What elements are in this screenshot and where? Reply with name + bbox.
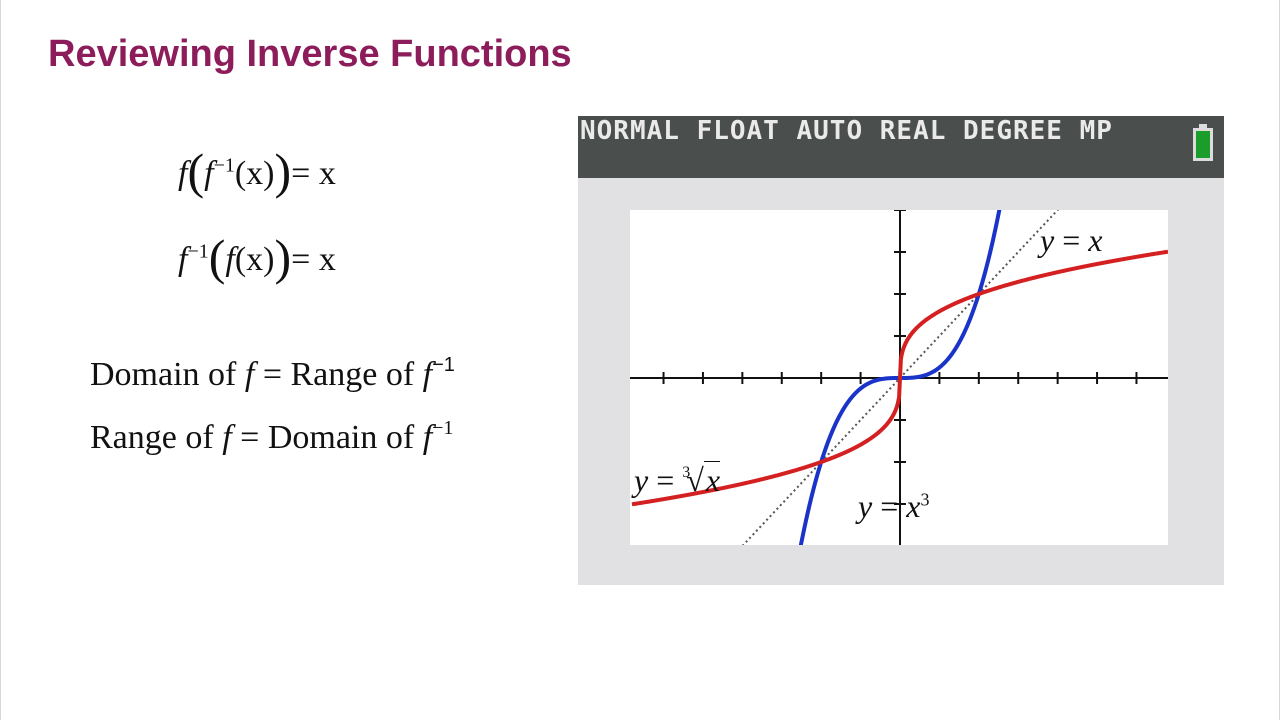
domain-equals-range: Domain of f = Range of f−1: [90, 354, 455, 394]
dom2-f2: f: [422, 419, 433, 456]
graph-svg: [630, 210, 1168, 545]
identity-f-of-finverse: f(f−1(x))= x: [178, 138, 336, 199]
eq2-outer-exp: −1: [187, 240, 209, 263]
range-equals-domain: Range of f = Domain of f−1: [90, 417, 454, 457]
graph-screen: [630, 210, 1168, 545]
dom1-left: Domain of: [90, 356, 245, 393]
eq2-rhs: = x: [291, 241, 336, 278]
calculator-mode-text: NORMAL FLOAT AUTO REAL DEGREE MP: [580, 116, 1113, 146]
eq2-arg: (x): [234, 241, 275, 278]
curve-cuberoot: [631, 249, 1168, 507]
label-root-eq: =: [648, 462, 683, 498]
label-identity-x: x: [1088, 222, 1103, 258]
dom1-f2: f: [422, 356, 433, 393]
calculator-status-bar: NORMAL FLOAT AUTO REAL DEGREE MP: [578, 116, 1224, 178]
label-cube-x: x: [906, 488, 921, 524]
label-root-y: y: [634, 462, 649, 498]
label-identity-eq: =: [1054, 222, 1089, 258]
label-identity-y: y: [1040, 222, 1055, 258]
label-cube-y: y: [858, 488, 873, 524]
eq1-paren-open: (: [187, 143, 205, 199]
label-cube-eq: =: [872, 488, 907, 524]
graph-curves: [631, 210, 1168, 545]
radical-sign: 3√: [682, 462, 704, 498]
label-cube-curve: y = x3: [858, 488, 929, 525]
eq2-paren-open: (: [208, 229, 226, 285]
label-cuberoot-curve: y = 3√x: [634, 461, 721, 499]
eq2-paren-close: ): [274, 229, 292, 285]
eq1-inner-f: f: [204, 155, 214, 192]
slide-border-left: [0, 0, 1, 720]
label-root-index: 3: [682, 464, 691, 481]
label-identity-line: y = x: [1040, 222, 1102, 259]
dom1-exp: −1: [432, 354, 455, 376]
eq2-inner-f: f: [225, 241, 235, 278]
dom2-mid: = Domain of: [231, 419, 423, 456]
battery-full-icon: [1193, 124, 1213, 161]
calculator-screen: NORMAL FLOAT AUTO REAL DEGREE MP: [578, 116, 1224, 585]
identity-finverse-of-f: f−1(f(x))= x: [178, 224, 336, 285]
dom2-f1: f: [222, 419, 232, 456]
slide-title: Reviewing Inverse Functions: [48, 33, 572, 75]
eq1-arg: (x): [234, 155, 275, 192]
eq1-paren-close: ): [274, 143, 292, 199]
dom1-f1: f: [244, 356, 255, 393]
eq1-inner-exp: −1: [213, 154, 235, 177]
eq2-outer-f: f: [178, 241, 188, 278]
eq1-rhs: = x: [291, 155, 336, 192]
label-cube-exp: 3: [920, 489, 930, 510]
label-root-x: x: [703, 461, 721, 498]
dom1-mid: = Range of: [254, 356, 423, 393]
dom2-left: Range of: [90, 419, 223, 456]
dom2-exp: −1: [432, 417, 454, 439]
eq1-outer-f: f: [178, 155, 188, 192]
